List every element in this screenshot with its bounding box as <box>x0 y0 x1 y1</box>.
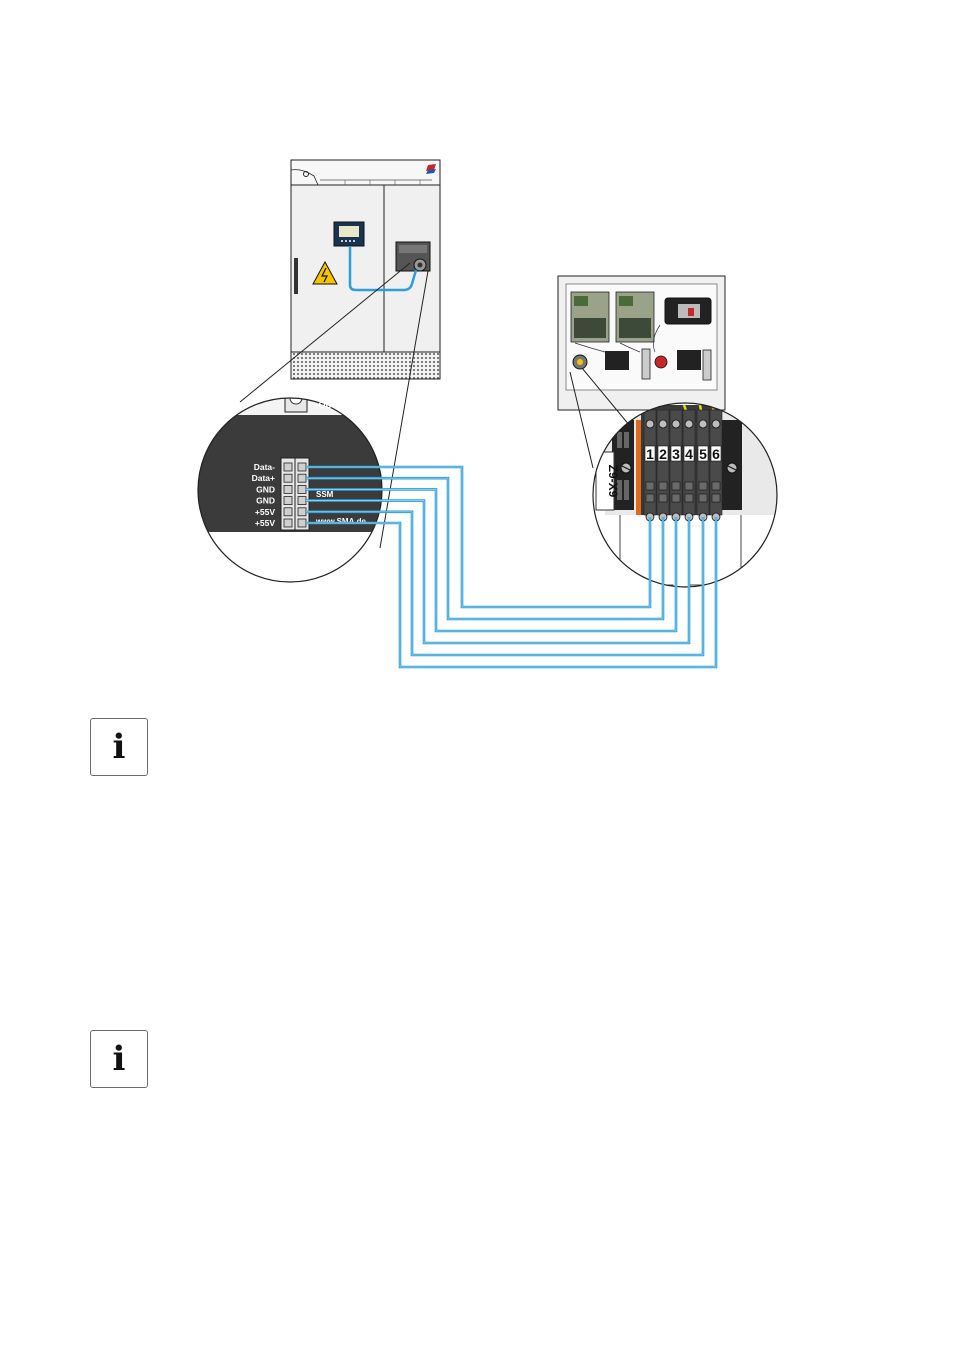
data-cable-highlight <box>306 466 651 608</box>
data-cable-highlight <box>306 511 704 656</box>
terminal-clamp <box>658 481 668 491</box>
terminal-number: 2 <box>659 446 667 462</box>
terminal-clamp <box>671 481 681 491</box>
info-icon: i <box>90 1030 148 1088</box>
pin-socket <box>283 518 293 528</box>
terminal-number: 5 <box>699 446 707 462</box>
terminal-screw <box>658 419 668 429</box>
terminal-designation: Z9-X9 <box>606 465 620 498</box>
pin-socket <box>297 462 307 472</box>
terminal-clamp <box>684 493 694 503</box>
terminal-clamp <box>645 481 655 491</box>
data-cable-highlight <box>306 517 717 668</box>
terminal-screw <box>711 419 721 429</box>
terminal-number: 4 <box>685 446 693 462</box>
data-cable-highlight <box>306 489 677 632</box>
terminal-clamp <box>711 481 721 491</box>
terminal-screw <box>684 419 694 429</box>
terminal-screw <box>698 419 708 429</box>
pin-socket <box>297 473 307 483</box>
pin-label: GND <box>256 484 275 494</box>
pin-label: +55V <box>255 518 275 528</box>
pin-label: Data+ <box>252 473 275 483</box>
pin-socket <box>297 518 307 528</box>
port-label: OUT <box>319 400 339 410</box>
pin-socket <box>283 462 293 472</box>
data-cable-highlight <box>306 477 664 620</box>
terminal-label-plate <box>644 445 656 462</box>
terminal-label-plate <box>697 445 709 462</box>
data-cable-highlight <box>306 500 690 644</box>
data-cables <box>306 465 718 669</box>
pin-socket <box>297 484 307 494</box>
terminal-clamp <box>698 493 708 503</box>
pin-socket <box>297 496 307 506</box>
terminal-label-plate <box>710 445 722 462</box>
terminal-clamp <box>645 493 655 503</box>
terminal-screw <box>671 419 681 429</box>
distribution-cabinet <box>557 275 726 411</box>
terminal-label-plate <box>657 445 669 462</box>
terminal-screw <box>645 419 655 429</box>
terminal-clamp <box>671 493 681 503</box>
port-label: RS485 <box>314 390 342 400</box>
info-icon: i <box>90 718 148 776</box>
pin-label: GND <box>256 496 275 506</box>
terminal-clamp <box>711 493 721 503</box>
board-mark: SSM <box>316 490 334 499</box>
pin-socket <box>297 507 307 517</box>
board-mark: www.SMA.de <box>315 517 366 526</box>
pin-socket <box>283 484 293 494</box>
terminal-label-plate <box>683 445 695 462</box>
terminal-clamp <box>684 481 694 491</box>
terminal-clamp <box>698 481 708 491</box>
pin-label: Data- <box>254 462 275 472</box>
pin-label: +55V <box>255 507 275 517</box>
pin-socket <box>283 473 293 483</box>
terminal-label-plate <box>670 445 682 462</box>
terminal-number: 3 <box>672 446 680 462</box>
terminal-number: 1 <box>646 446 654 462</box>
pin-socket <box>283 496 293 506</box>
terminal-number: 6 <box>712 446 720 462</box>
inverter-cabinet <box>290 159 441 380</box>
terminal-clamp <box>658 493 668 503</box>
pin-socket <box>283 507 293 517</box>
